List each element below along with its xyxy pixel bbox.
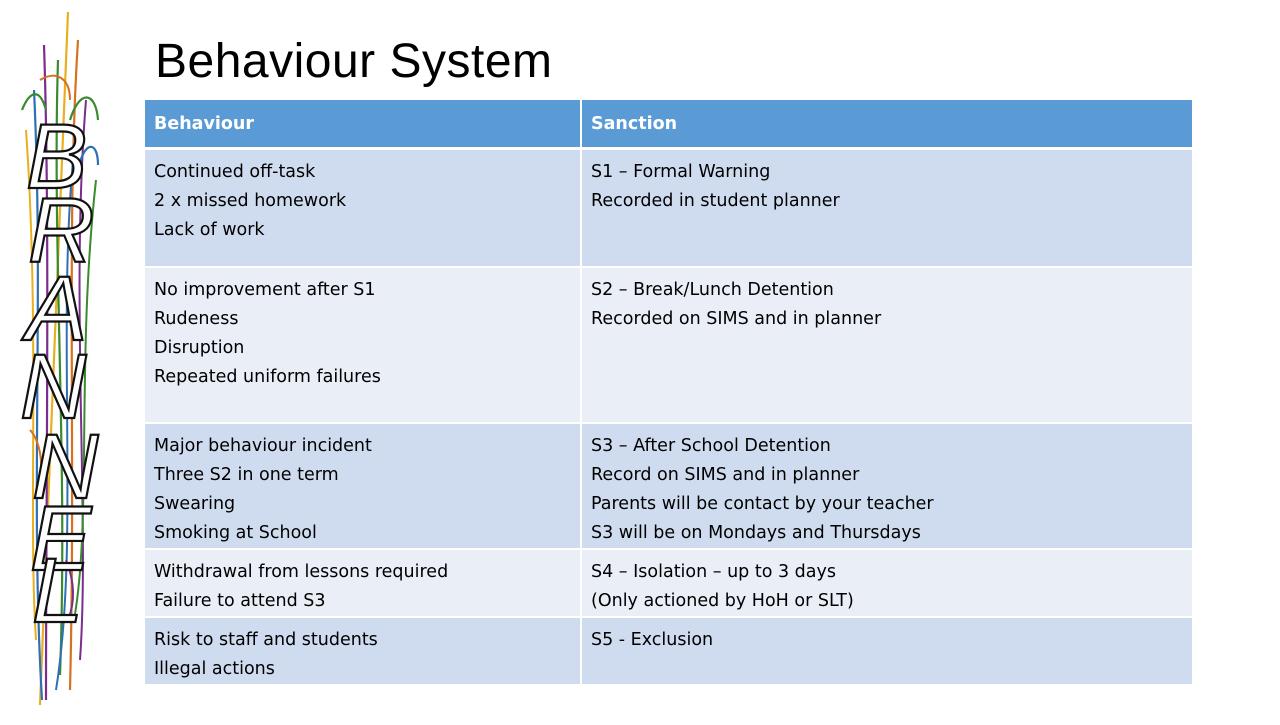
sanction-line: S3 – After School Detention: [591, 435, 831, 456]
behaviour-line: Disruption: [154, 337, 245, 358]
table-row: No improvement after S1 Rudeness Disrupt…: [145, 266, 1194, 424]
behaviour-line: Rudeness: [154, 308, 239, 329]
svg-text:R: R: [28, 180, 94, 282]
svg-text:A: A: [21, 258, 87, 360]
behaviour-table: Behaviour Sanction Continued off-task 2 …: [145, 100, 1194, 686]
behaviour-line: Three S2 in one term: [154, 464, 339, 485]
behaviour-line: Failure to attend S3: [154, 590, 326, 611]
sanction-cell: S1 – Formal Warning Recorded in student …: [581, 148, 1194, 268]
sanction-line: Recorded in student planner: [591, 191, 840, 211]
behaviour-cell: Risk to staff and students Illegal actio…: [145, 616, 582, 686]
sanction-cell: S4 – Isolation – up to 3 days (Only acti…: [581, 548, 1194, 618]
sanction-line: S4 – Isolation – up to 3 days: [591, 561, 836, 582]
page-title: Behaviour System: [155, 35, 553, 88]
behaviour-line: Repeated uniform failures: [154, 366, 381, 387]
behaviour-cell: No improvement after S1 Rudeness Disrupt…: [145, 266, 582, 424]
sanction-line: (Only actioned by HoH or SLT): [591, 590, 854, 611]
sanction-line: Parents will be contact by your teacher: [591, 493, 934, 514]
svg-text:B: B: [26, 106, 87, 208]
behaviour-cell: Withdrawal from lessons required Failure…: [145, 548, 582, 618]
sanction-line: Recorded on SIMS and in planner: [591, 308, 882, 329]
behaviour-line: Smoking at School: [154, 522, 317, 543]
table-row: Withdrawal from lessons required Failure…: [145, 548, 1194, 618]
sanction-line: S2 – Break/Lunch Detention: [591, 279, 834, 300]
behaviour-line: Major behaviour incident: [154, 435, 372, 456]
behaviour-line: Swearing: [154, 493, 236, 514]
sanction-cell: S2 – Break/Lunch Detention Recorded on S…: [581, 266, 1194, 424]
behaviour-line: 2 x missed homework: [154, 191, 347, 211]
header-sanction: Sanction: [581, 100, 1194, 150]
behaviour-line: Lack of work: [154, 220, 265, 240]
behaviour-cell: Continued off-task 2 x missed homework L…: [145, 148, 582, 268]
svg-text:L: L: [32, 540, 83, 642]
svg-text:N: N: [20, 336, 87, 438]
sanction-line: S5 - Exclusion: [591, 629, 714, 650]
svg-text:N: N: [32, 416, 99, 518]
table-header-row: Behaviour Sanction: [145, 100, 1194, 150]
behaviour-line: Continued off-task: [154, 162, 316, 182]
brannel-logo: B R A N N E L: [0, 0, 140, 720]
table-row: Continued off-task 2 x missed homework L…: [145, 148, 1194, 268]
behaviour-line: Withdrawal from lessons required: [154, 561, 449, 582]
sanction-line: S1 – Formal Warning: [591, 162, 771, 182]
sanction-cell: S3 – After School Detention Record on SI…: [581, 422, 1194, 550]
behaviour-line: Risk to staff and students: [154, 629, 378, 650]
header-behaviour: Behaviour: [145, 100, 582, 150]
behaviour-cell: Major behaviour incident Three S2 in one…: [145, 422, 582, 550]
sanction-line: S3 will be on Mondays and Thursdays: [591, 522, 921, 543]
table-row: Risk to staff and students Illegal actio…: [145, 616, 1194, 686]
behaviour-line: No improvement after S1: [154, 279, 376, 300]
sanction-cell: S5 - Exclusion: [581, 616, 1194, 686]
table-row: Major behaviour incident Three S2 in one…: [145, 422, 1194, 550]
behaviour-line: Illegal actions: [154, 658, 275, 679]
sanction-line: Record on SIMS and in planner: [591, 464, 860, 485]
svg-text:E: E: [30, 488, 93, 590]
